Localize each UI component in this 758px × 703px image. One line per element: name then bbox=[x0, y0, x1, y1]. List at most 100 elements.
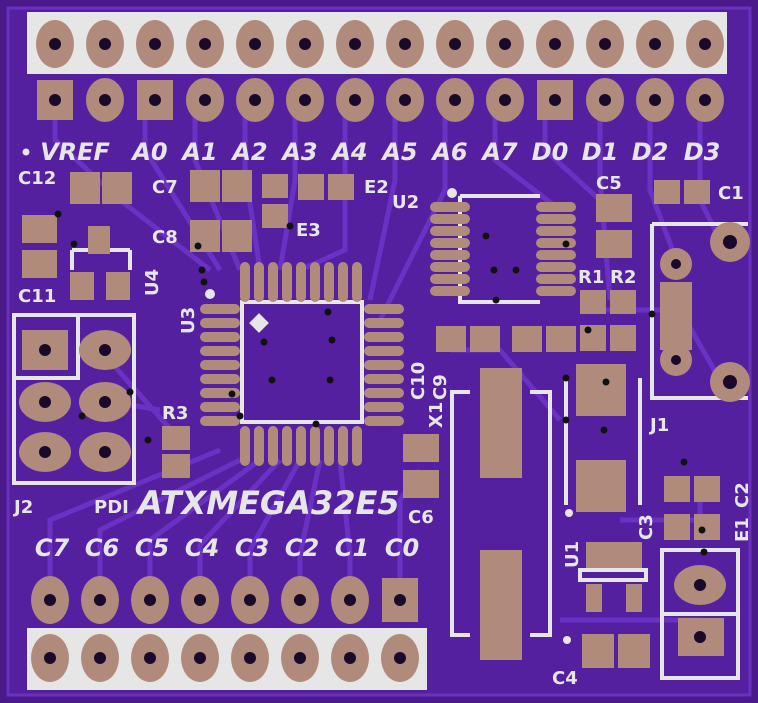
via bbox=[268, 376, 276, 384]
ic-pin bbox=[240, 426, 250, 466]
via bbox=[260, 338, 268, 346]
via bbox=[194, 242, 202, 250]
via bbox=[562, 416, 570, 424]
label-c8: C8 bbox=[152, 227, 178, 248]
ic-pads bbox=[200, 202, 576, 466]
via bbox=[482, 232, 490, 240]
top-pin-label: D3 bbox=[684, 138, 721, 166]
via bbox=[228, 390, 236, 398]
ic-pin bbox=[310, 426, 320, 466]
ic-pin bbox=[282, 262, 292, 302]
label-e1: E1 bbox=[732, 517, 753, 542]
ic-pin bbox=[254, 262, 264, 302]
via bbox=[78, 412, 86, 420]
power-connector bbox=[674, 565, 726, 656]
ic-pin bbox=[364, 332, 404, 342]
via bbox=[70, 240, 78, 248]
via bbox=[698, 526, 706, 534]
via bbox=[492, 296, 500, 304]
ic-pin bbox=[200, 346, 240, 356]
label-u4: U4 bbox=[142, 269, 163, 296]
ic-pin bbox=[268, 426, 278, 466]
label-c11: C11 bbox=[18, 286, 56, 307]
ic-pin bbox=[352, 262, 362, 302]
ic-pin bbox=[200, 360, 240, 370]
bottom-pin-label: C4 bbox=[185, 534, 219, 562]
via bbox=[236, 412, 244, 420]
label-pdi: PDI bbox=[94, 497, 129, 518]
label-r3: R3 bbox=[162, 403, 188, 424]
ic-pin bbox=[536, 226, 576, 236]
ic-pin bbox=[364, 360, 404, 370]
top-pin-label: D2 bbox=[632, 138, 669, 166]
smd-pads bbox=[22, 170, 720, 668]
ic-pin bbox=[430, 286, 470, 296]
ic-pin bbox=[430, 226, 470, 236]
top-pin-label: A3 bbox=[280, 138, 317, 166]
label-c10: C10 bbox=[408, 362, 429, 400]
label-r1: R1 bbox=[578, 267, 604, 288]
via bbox=[700, 548, 708, 556]
bottom-pin-label: C6 bbox=[85, 534, 119, 562]
ic-pin bbox=[200, 304, 240, 314]
via bbox=[562, 240, 570, 248]
ic-pin bbox=[536, 262, 576, 272]
via bbox=[326, 376, 334, 384]
bottom-header-row2 bbox=[31, 634, 419, 682]
label-c9: C9 bbox=[430, 374, 451, 400]
top-header-row2 bbox=[37, 78, 724, 122]
via bbox=[562, 374, 570, 382]
label-e3: E3 bbox=[296, 220, 321, 241]
top-pin-label: A5 bbox=[380, 138, 417, 166]
label-r2: R2 bbox=[610, 267, 636, 288]
ic-pin bbox=[254, 426, 264, 466]
ic-pin bbox=[536, 214, 576, 224]
ic-pin bbox=[324, 262, 334, 302]
via bbox=[198, 266, 206, 274]
pin1-markers bbox=[22, 148, 573, 644]
ic-pin bbox=[430, 274, 470, 284]
via bbox=[286, 222, 294, 230]
label-x1: X1 bbox=[426, 402, 447, 428]
via bbox=[648, 310, 656, 318]
ic-pin bbox=[430, 250, 470, 260]
label-c7: C7 bbox=[152, 177, 178, 198]
board-title: ATXMEGA32E5 bbox=[135, 484, 400, 522]
ic-pin bbox=[268, 262, 278, 302]
via bbox=[312, 420, 320, 428]
bottom-pin-label: C2 bbox=[285, 534, 319, 562]
ic-pin bbox=[338, 426, 348, 466]
ic-pin bbox=[296, 426, 306, 466]
ic-pin bbox=[364, 416, 404, 426]
top-pin-label: A6 bbox=[430, 138, 467, 166]
ic-pin bbox=[536, 250, 576, 260]
top-pin-label: A4 bbox=[330, 138, 367, 166]
via bbox=[126, 388, 134, 396]
ic-pin bbox=[364, 402, 404, 412]
label-u2: U2 bbox=[392, 192, 419, 213]
label-u1: U1 bbox=[562, 541, 583, 568]
label-u3: U3 bbox=[178, 307, 199, 334]
ic-pin bbox=[536, 274, 576, 284]
ic-pin bbox=[430, 262, 470, 272]
label-j2: J2 bbox=[12, 497, 33, 518]
label-j1: J1 bbox=[648, 415, 669, 436]
bottom-pin-label: C5 bbox=[135, 534, 169, 562]
ic-pin bbox=[364, 318, 404, 328]
top-pin-label: A0 bbox=[130, 138, 167, 166]
silkscreen-outlines bbox=[12, 194, 748, 680]
label-c5: C5 bbox=[596, 173, 622, 194]
reference-designators: C12 C11 C7 C8 E2 E3 U2 C5 C1 R1 R2 R3 J1… bbox=[12, 168, 753, 689]
top-pin-label: A1 bbox=[180, 138, 217, 166]
bottom-pin-label: C1 bbox=[335, 534, 369, 562]
top-pin-label: D1 bbox=[582, 138, 619, 166]
bottom-pin-label: C7 bbox=[35, 534, 70, 562]
top-pin-label: D0 bbox=[532, 138, 569, 166]
via bbox=[144, 436, 152, 444]
ic-pin bbox=[364, 346, 404, 356]
via bbox=[200, 278, 208, 286]
ic-pin bbox=[352, 426, 362, 466]
via bbox=[324, 308, 332, 316]
